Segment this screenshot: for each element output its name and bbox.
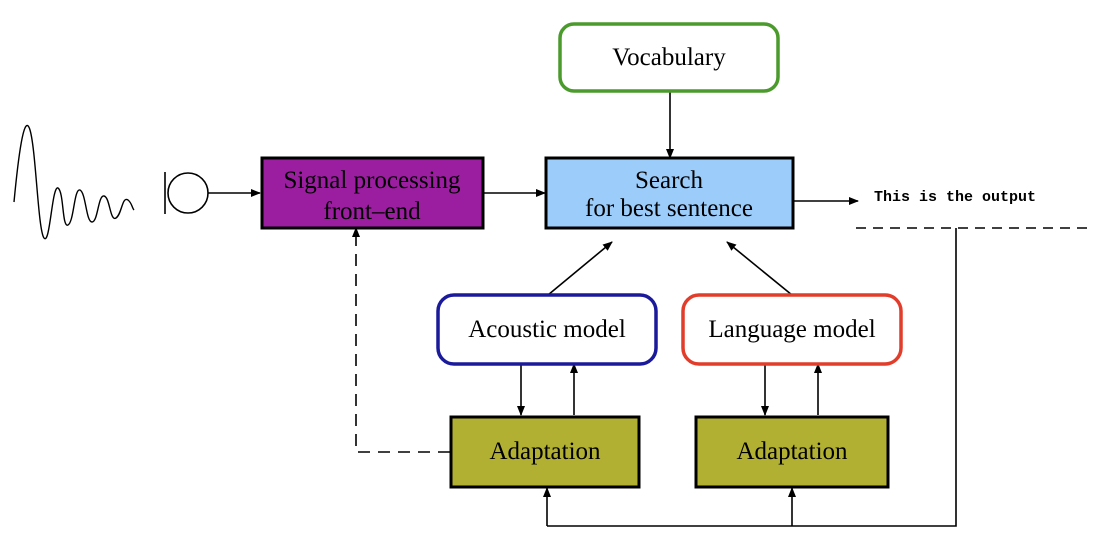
signal-processing-label-line1: Signal processing [283, 167, 461, 194]
acoustic-model-box [436, 293, 658, 366]
feedback-line-output [547, 228, 957, 527]
adaptation-language-node: Adaptation [694, 415, 890, 489]
connectors [208, 91, 957, 527]
language-model-label: Language model [708, 316, 875, 343]
arrow-language-to-search [726, 241, 793, 296]
acoustic-model-label: Acoustic model [468, 316, 626, 343]
search-label-line2: for best sentence [585, 195, 753, 222]
vocabulary-label: Vocabulary [612, 44, 726, 71]
output-label: This is the output [874, 189, 1036, 206]
microphone-icon [164, 172, 209, 214]
search-box [544, 156, 795, 230]
arrow-acoustic-to-search [547, 241, 613, 296]
language-model-box [681, 293, 903, 366]
adaptation-acoustic-label: Adaptation [489, 438, 601, 465]
signal-processing-label-line2: front–end [323, 198, 421, 225]
signal-processing-node: Signal processing front–end [260, 156, 485, 230]
dashed-feedback-to-signal [352, 227, 450, 453]
waveform-icon [13, 124, 135, 239]
adaptation-language-box [694, 415, 890, 489]
adaptation-acoustic-box [449, 415, 641, 489]
vocabulary-node: Vocabulary [558, 22, 780, 93]
signal-processing-box [260, 156, 485, 230]
language-model-node: Language model [681, 293, 903, 366]
adaptation-acoustic-node: Adaptation [449, 415, 641, 489]
adaptation-language-label: Adaptation [736, 438, 848, 465]
vocabulary-box [558, 22, 780, 93]
search-label-line1: Search [635, 167, 704, 194]
acoustic-model-node: Acoustic model [436, 293, 658, 366]
output-node: This is the output [856, 189, 1094, 229]
search-node: Search for best sentence [544, 156, 795, 230]
